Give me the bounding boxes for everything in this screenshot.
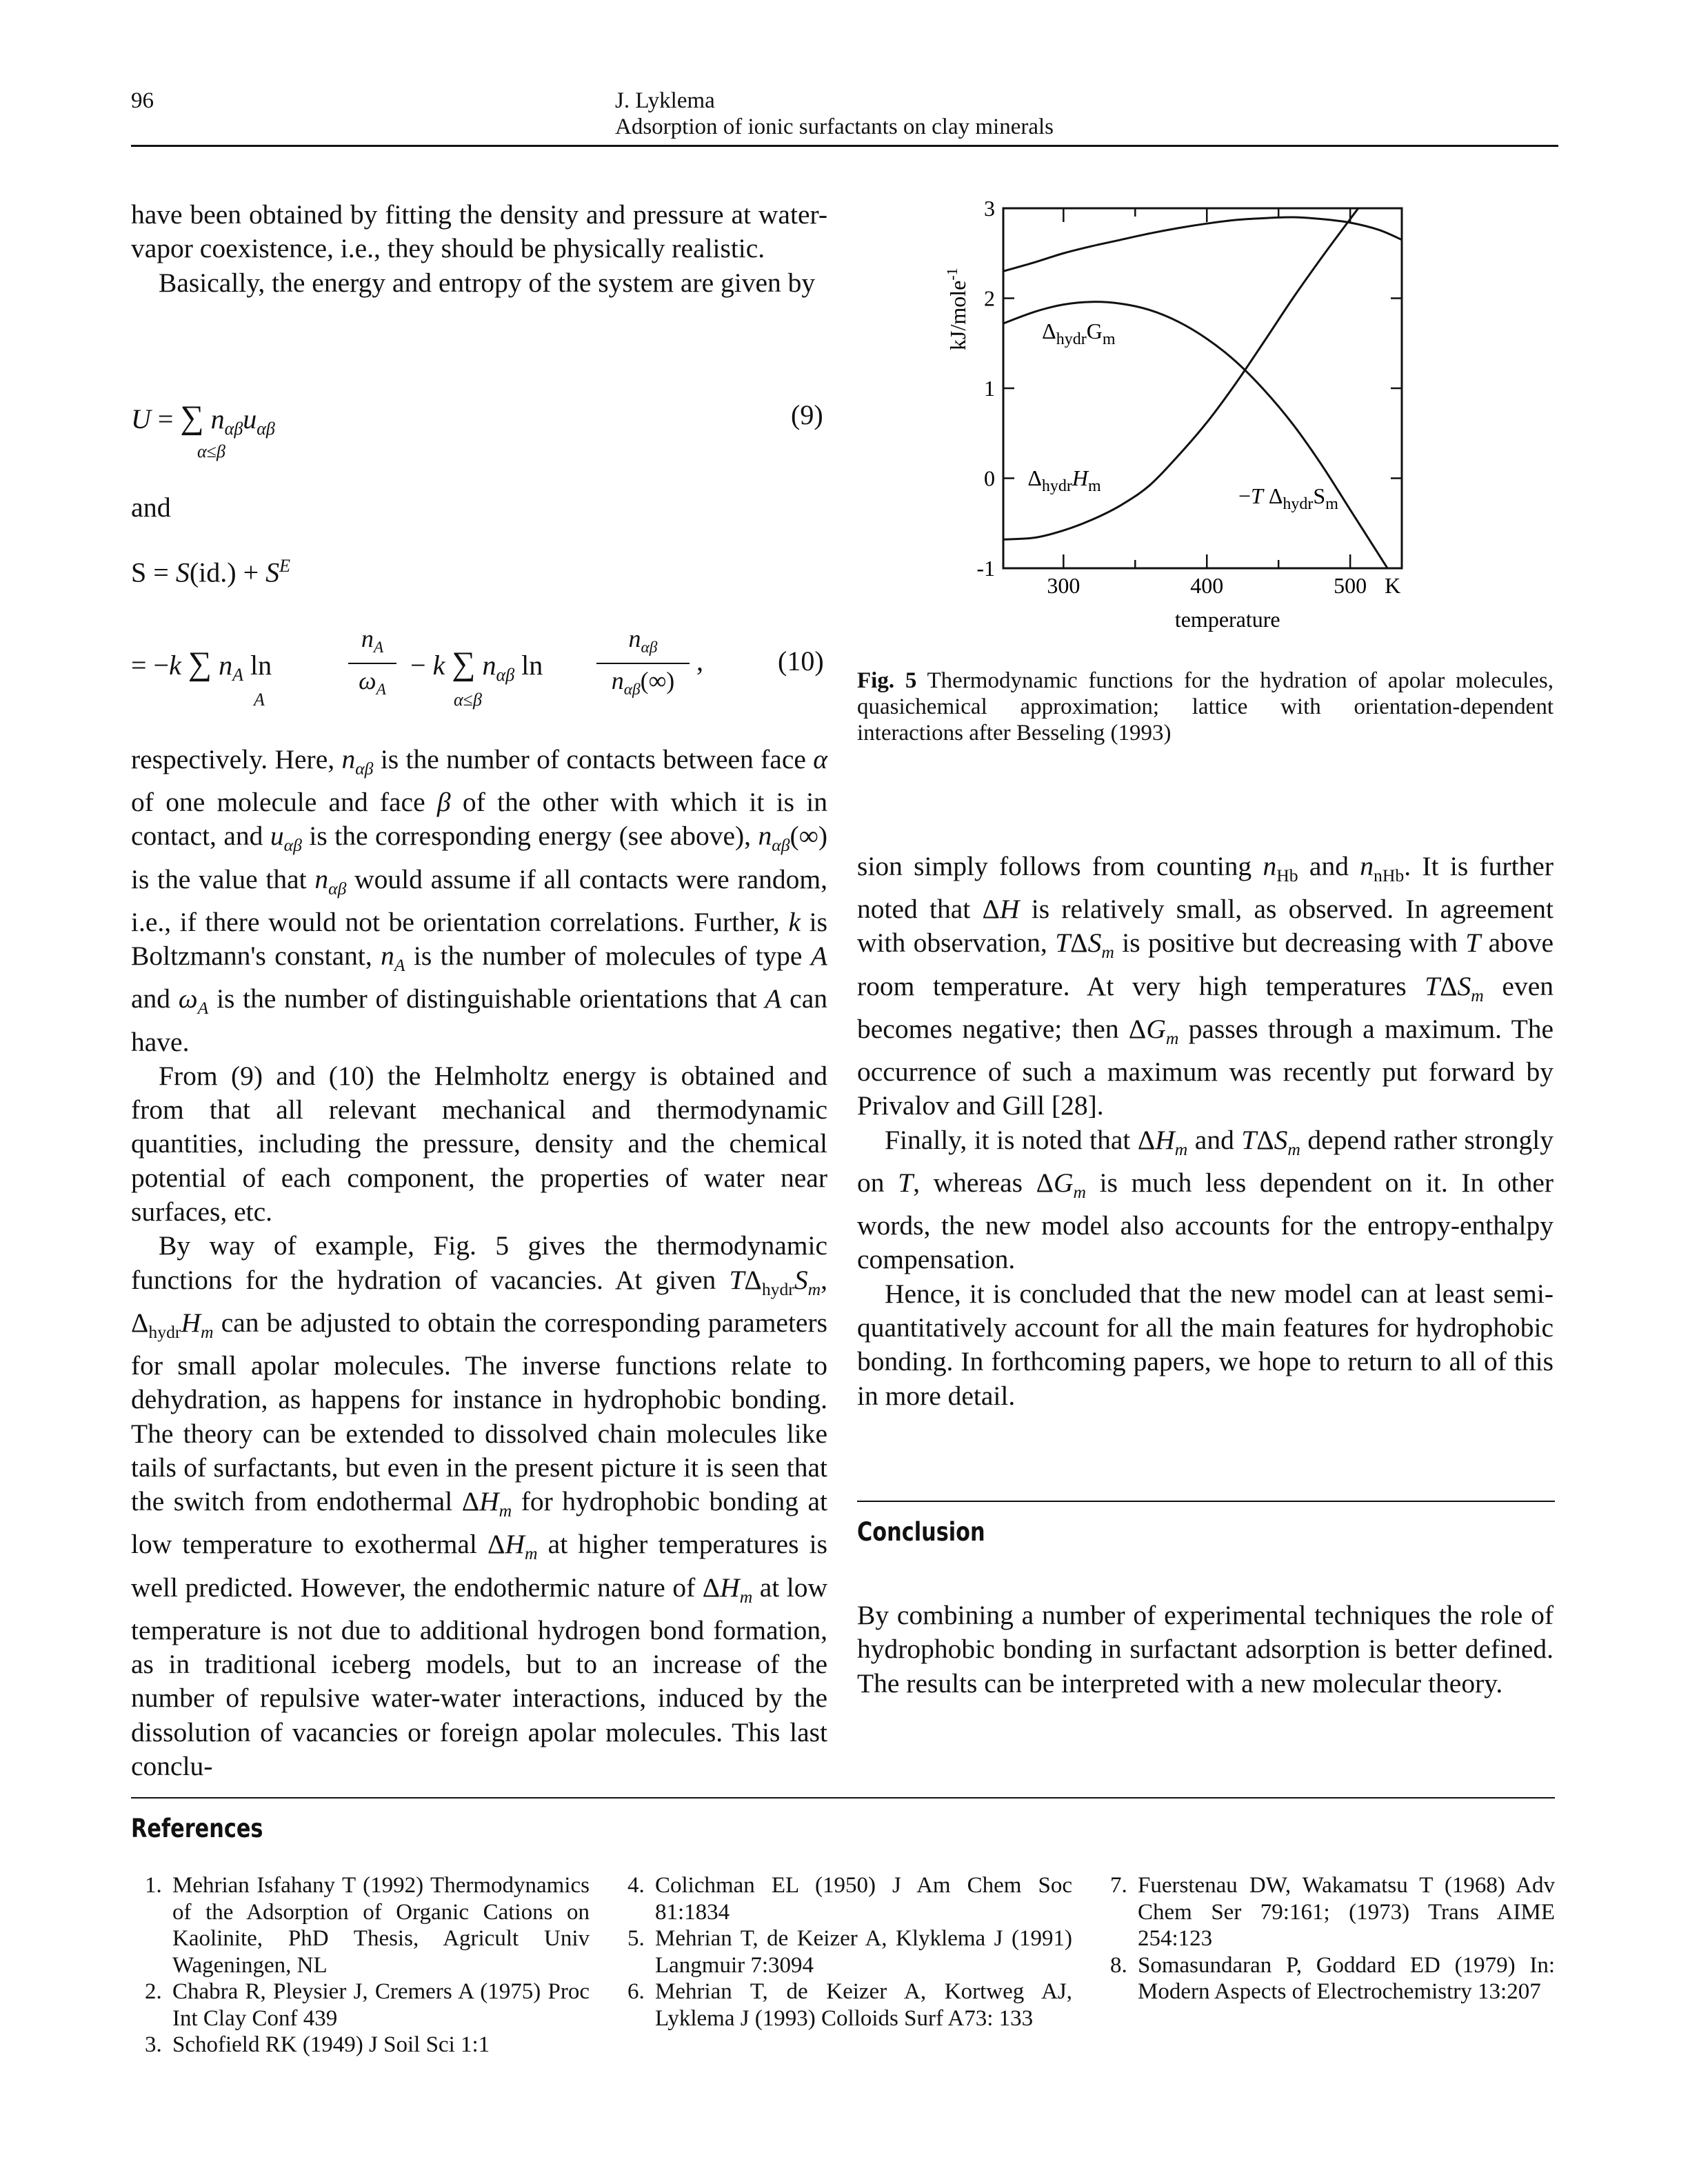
annotation-g-main: G — [1087, 319, 1103, 343]
paragraph-helmholtz: From (9) and (10) the Helmholtz energy i… — [131, 1060, 827, 1228]
caption-label: Fig. 5 — [857, 668, 917, 693]
y-tick-label: 1 — [984, 376, 995, 401]
paragraph-finally: Finally, it is noted that ΔHm and TΔSm d… — [857, 1124, 1554, 1275]
reference-item: 7.Fuerstenau DW, Wakamatsu T (1968) Adv … — [1110, 1873, 1555, 1951]
annotation-s-m: m — [1325, 495, 1338, 513]
y-tick-label: 2 — [984, 286, 995, 311]
annotation-s-t: T — [1251, 483, 1265, 508]
equation-9-number: (9) — [791, 399, 823, 430]
equation-10-line2b: − k ∑ nαβ ln — [410, 645, 543, 685]
annotation-h-main: H — [1072, 465, 1089, 490]
references-col-1: 1.Mehrian Isfahany T (1992) Thermodynami… — [145, 1872, 590, 2058]
paragraph-contacts: respectively. Here, nαβ is the number of… — [131, 744, 828, 1057]
references-col-2: 4.Colichman EL (1950) J Am Chem Soc 81:1… — [627, 1872, 1072, 2032]
annotation-s: −T ΔhydrSm — [1238, 483, 1338, 513]
equation-10-fraction-1: nA ωA — [348, 623, 396, 706]
plot-frame — [1002, 207, 1403, 570]
annotation-s-delta: Δ — [1263, 483, 1283, 508]
paragraph-hence: Hence, it is concluded that the new mode… — [857, 1278, 1554, 1411]
annotation-s-main: S — [1313, 483, 1325, 508]
x-tick-label: 400 — [1190, 573, 1223, 598]
y-tick-label: -1 — [976, 556, 995, 581]
references-rule — [131, 1797, 1555, 1799]
reference-item: 3.Schofield RK (1949) J Soil Sci 1:1 — [145, 2032, 490, 2057]
equation-10-comma: , — [696, 645, 703, 677]
right-column-top: sion simply follows from counting nHb an… — [857, 850, 1554, 1413]
reference-item: 4.Colichman EL (1950) J Am Chem Soc 81:1… — [627, 1873, 1072, 1925]
y-tick-label: 0 — [984, 466, 995, 491]
series-line — [1003, 301, 1389, 568]
annotation-h-sub: hydr — [1042, 477, 1072, 495]
left-column-top: have been obtained by fitting the densit… — [131, 198, 827, 300]
reference-item: 2.Chabra R, Pleysier J, Cremers A (1975)… — [145, 1979, 590, 2031]
equation-text-and: and — [131, 492, 171, 523]
caption-text: Thermodynamic functions for the hydratio… — [857, 668, 1554, 745]
x-axis-label: temperature — [1175, 607, 1280, 632]
figure-5-caption: Fig. 5 Thermodynamic functions for the h… — [857, 668, 1554, 746]
references-heading: References — [131, 1814, 263, 1843]
equation-10-line2: = −k ∑ nA ln — [131, 645, 272, 685]
equation-9: U = ∑ nαβuαβ — [131, 399, 275, 439]
running-head-title: Adsorption of ionic surfactants on clay … — [615, 114, 1054, 139]
paragraph-counting: sion simply follows from counting nHb an… — [857, 851, 1554, 1121]
conclusion-rule — [857, 1501, 1555, 1502]
reference-item: 8.Somasundaran P, Goddard ED (1979) In: … — [1110, 1952, 1555, 2005]
equation-10-sub-ab: α≤β — [454, 690, 482, 710]
series-line — [1003, 216, 1402, 272]
x-tick-label: 500 — [1334, 573, 1367, 598]
reference-item: 6.Mehrian T, de Keizer A, Kortweg AJ, Ly… — [627, 1979, 1072, 2031]
y-axis-label: kJ/mole-1 — [943, 268, 970, 350]
x-tick-label: 300 — [1047, 573, 1080, 598]
equation-10-number: (10) — [778, 645, 824, 677]
conclusion-heading: Conclusion — [857, 1517, 985, 1547]
page-number: 96 — [131, 88, 154, 113]
left-column-bottom: respectively. Here, nαβ is the number of… — [131, 743, 827, 1783]
x-unit-label: K — [1385, 573, 1400, 598]
annotation-h-m: m — [1088, 477, 1101, 495]
paragraph-example: By way of example, Fig. 5 gives the ther… — [131, 1230, 828, 1781]
reference-item: 5.Mehrian T, de Keizer A, Klyklema J (19… — [627, 1926, 1072, 1978]
reference-item: 1.Mehrian Isfahany T (1992) Thermodynami… — [145, 1873, 590, 1978]
annotation-s-minus: − — [1238, 483, 1251, 508]
equation-10-fraction-2: nαβ nαβ(∞) — [596, 623, 690, 706]
header-rule — [131, 145, 1558, 147]
references-col-3: 7.Fuerstenau DW, Wakamatsu T (1968) Adv … — [1110, 1872, 1555, 2005]
annotation-s-sub: hydr — [1283, 495, 1313, 513]
y-axis-label-superscript: -1 — [943, 268, 961, 280]
y-tick-label: 3 — [984, 196, 995, 221]
annotation-h: ΔhydrHm — [1027, 465, 1101, 495]
paragraph: Basically, the energy and entropy of the… — [159, 267, 816, 298]
equation-10-line1: S = S(id.) + SE — [131, 556, 291, 588]
equation-10-sub-a: A — [254, 690, 265, 710]
annotation-g: ΔhydrGm — [1042, 319, 1116, 348]
running-head-author: J. Lyklema — [615, 88, 715, 113]
conclusion-text: By combining a number of experimental te… — [857, 1600, 1554, 1699]
annotation-g-m: m — [1103, 330, 1116, 348]
equation-9-subscript: α≤β — [197, 441, 225, 461]
series-line — [1003, 208, 1360, 541]
paragraph: have been obtained by fitting the densit… — [131, 199, 827, 264]
annotation-g-sub: hydr — [1056, 330, 1087, 348]
